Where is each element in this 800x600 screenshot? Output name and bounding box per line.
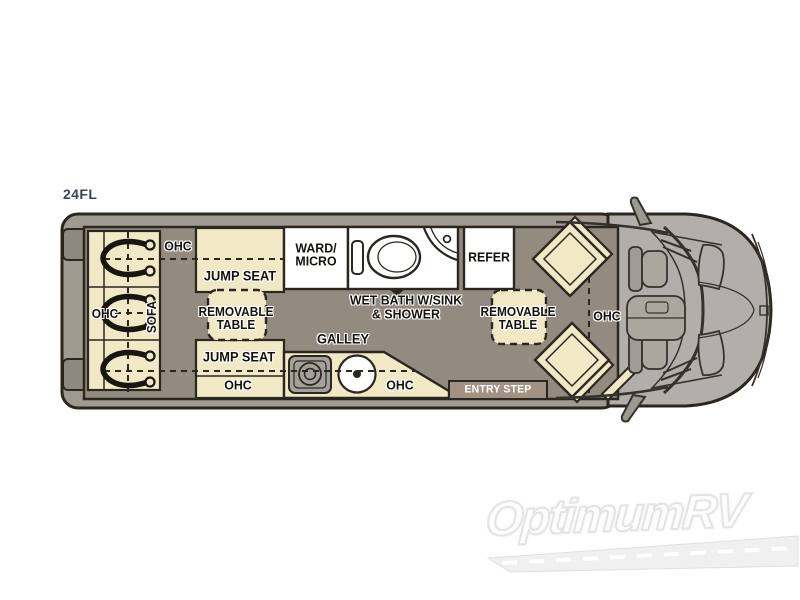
entry-step-band [448, 380, 548, 400]
refrigerator [462, 225, 516, 291]
corner-shower-icon [422, 227, 458, 262]
swivel-seats [531, 215, 638, 404]
watermark: OptimumRV [480, 478, 800, 596]
stove-icon [288, 355, 332, 394]
label-ohc-galley: OHC [386, 377, 414, 393]
label-ohc-left: OHC [91, 306, 119, 321]
removable-table-rear [206, 288, 268, 342]
toilet-icon [351, 234, 422, 280]
label-removable-table-rear-line1: REMOVABLE [198, 304, 274, 319]
wardrobe-micro-cabinet [282, 225, 350, 291]
side-mirror-bottom [620, 393, 647, 423]
fixtures [288, 227, 458, 394]
cab-console [626, 295, 686, 341]
removable-table-front [490, 288, 548, 346]
label-removable-table-rear-line2: TABLE [216, 317, 256, 332]
side-mirror-top [629, 196, 653, 227]
label-sofa: SOFA [144, 300, 159, 334]
hood-ridge-top [697, 244, 725, 291]
label-ohc-top: OHC [164, 238, 192, 254]
wiper-icon [660, 239, 698, 263]
front-bumper-lines [751, 233, 768, 387]
hood-ridge-bottom [697, 329, 725, 376]
label-refer: REFER [468, 249, 510, 265]
sink-icon [337, 354, 377, 394]
label-ohc-cab: OHC [593, 308, 621, 324]
watermark-brand-text: OptimumRV [483, 483, 748, 547]
grille-emblem [759, 305, 769, 316]
label-ward-micro-line2: MICRO [295, 253, 337, 269]
road-graphic [486, 535, 799, 573]
jump-seat-bottom-block [194, 338, 286, 400]
model-code-label: 24FL [63, 186, 98, 202]
label-ohc-bottom: OHC [224, 377, 252, 393]
cab-front-details [555, 196, 771, 423]
label-ward-micro-line1: WARD/ [295, 240, 337, 256]
label-galley: GALLEY [316, 331, 370, 347]
seatbelt-icons [100, 238, 156, 389]
label-entry-step: ENTRY STEP [464, 383, 532, 396]
swivel-seat-bottom [533, 321, 638, 404]
bath-door-marker [388, 288, 406, 296]
label-wet-bath-line1: WET BATH W/SINK [349, 292, 463, 308]
cab-seat-passenger [628, 246, 668, 292]
label-jump-seat-top: JUMP SEAT [203, 268, 277, 284]
label-wet-bath-line2: & SHOWER [372, 306, 440, 322]
wiper-icon-2 [660, 357, 698, 381]
windshield-icon [662, 225, 705, 395]
label-removable-table-front-line1: REMOVABLE [480, 304, 556, 319]
label-jump-seat-bottom: JUMP SEAT [202, 349, 276, 365]
label-removable-table-front-line2: TABLE [498, 317, 538, 332]
